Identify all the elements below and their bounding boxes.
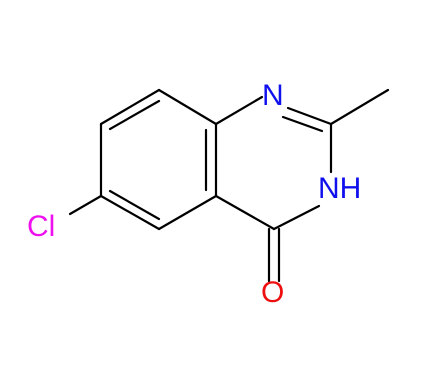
bond-n3-c4 bbox=[272, 204, 321, 231]
bond-c6-cl bbox=[68, 194, 103, 216]
atom-label-o: O bbox=[261, 276, 284, 309]
bond-c4a-c5 bbox=[157, 194, 218, 231]
bond-c7-c8-inner bbox=[108, 99, 161, 131]
bond-c7-c8 bbox=[99, 88, 161, 126]
bond-n1-c2 bbox=[286, 106, 333, 126]
atom-label-n1: N bbox=[262, 79, 284, 112]
bond-c8a-n1 bbox=[214, 95, 264, 126]
atom-label-cl: Cl bbox=[27, 210, 55, 243]
atom-label-nh: NH bbox=[318, 172, 361, 205]
bond-c4-c4a bbox=[214, 194, 276, 231]
bond-n1-c2-inner bbox=[281, 115, 324, 133]
bond-c8-c8a bbox=[157, 88, 218, 126]
bond-c5-c6-inner bbox=[108, 189, 161, 221]
bond-c2-methyl bbox=[329, 88, 390, 126]
bond-c5-c6 bbox=[99, 194, 161, 231]
